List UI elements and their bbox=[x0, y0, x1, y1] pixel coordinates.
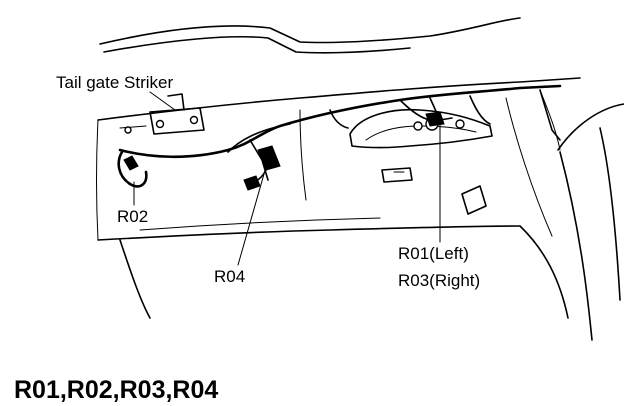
label-r02: R02 bbox=[117, 207, 148, 226]
label-r01: R01(Left) bbox=[398, 244, 469, 263]
tailgate-striker bbox=[119, 93, 205, 135]
diagram-caption: R01,R02,R03,R04 bbox=[14, 376, 218, 404]
lamp-housing-r01-r03 bbox=[349, 108, 493, 215]
label-r04: R04 bbox=[214, 267, 245, 286]
connector-r04 bbox=[243, 145, 281, 191]
connector-r02 bbox=[117, 150, 148, 188]
label-r03: R03(Right) bbox=[398, 271, 480, 290]
label-tailgate-striker: Tail gate Striker bbox=[56, 73, 173, 92]
vehicle-body-outline bbox=[96, 17, 624, 341]
leader-lines bbox=[133, 91, 441, 266]
wiring-harness bbox=[118, 84, 562, 181]
